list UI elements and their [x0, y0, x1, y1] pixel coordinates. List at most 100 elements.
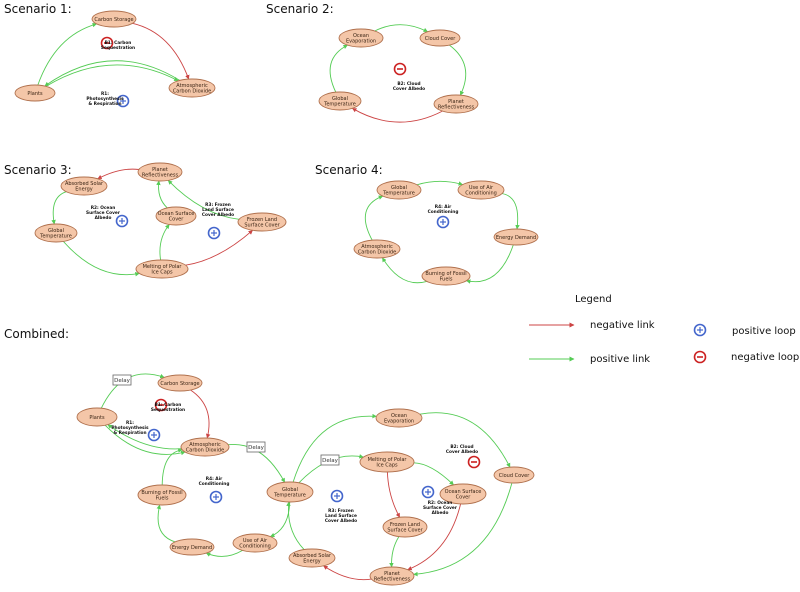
- node-s2-cc[interactable]: Cloud Cover: [419, 29, 461, 47]
- node-label: Use of Air: [243, 538, 268, 544]
- positive-link-s3_mpi-to-s3_osc: [159, 224, 170, 261]
- delay-label: Delay: [114, 378, 131, 384]
- node-label: Conditioning: [465, 191, 497, 197]
- node-label: Temperature: [39, 234, 72, 240]
- heading-s1: Scenario 1:: [4, 2, 72, 16]
- loop-label: Surface Cover: [423, 505, 458, 511]
- node-label: Global: [282, 487, 298, 493]
- legend-positive-loop-icon: [693, 323, 707, 337]
- loop-label: R3: Frozen: [205, 202, 231, 208]
- loop-label: Albedo: [95, 215, 112, 221]
- node-ellipse: [375, 408, 423, 428]
- negative-link-c_pr-to-c_ase: [323, 565, 372, 581]
- loop-label: Land Surface: [325, 513, 357, 519]
- node-label: Carbon Dioxide: [358, 250, 396, 256]
- node-label: Surface Cover: [244, 223, 280, 229]
- node-label: Absorbed Solar: [293, 553, 332, 559]
- node-label: Reflectiveness: [142, 173, 179, 179]
- loop-label: Cover Albedo: [202, 212, 234, 218]
- node-c-cc[interactable]: Cloud Cover: [493, 466, 535, 484]
- node-label: Planet: [448, 99, 464, 105]
- node-label: Reflectiveness: [438, 105, 475, 111]
- loop-label: R4: Air: [435, 204, 452, 210]
- node-label: Melting of Polar: [143, 264, 183, 270]
- node-label: Cover: [169, 217, 185, 223]
- node-ellipse: [369, 566, 415, 586]
- node-label: Carbon Dioxide: [186, 448, 224, 454]
- positive-link-s3_gt-to-s3_mpi: [63, 241, 140, 277]
- node-s4-ed[interactable]: Energy Demand: [493, 228, 539, 246]
- node-label: Energy: [75, 187, 93, 193]
- node-label: Plants: [27, 91, 43, 97]
- node-label: Plants: [89, 415, 105, 421]
- node-ellipse: [137, 484, 187, 506]
- node-label: Temperature: [382, 191, 415, 197]
- positive-link-c_cc-to-c_pr: [413, 482, 513, 577]
- node-c-pl[interactable]: Plants: [76, 407, 118, 427]
- loop-label: & Respiration: [113, 430, 146, 436]
- headings-layer: Scenario 1:Scenario 2:Scenario 3:Scenari…: [4, 2, 383, 341]
- loop-label: Cover Albedo: [393, 86, 425, 92]
- loop-label: B1: Carbon: [155, 402, 182, 408]
- delay-marker-2: Delay: [246, 441, 266, 453]
- positive-link-s4_ed-to-s4_bff: [466, 244, 514, 284]
- positive-link-s4_uac-to-s4_ed: [502, 193, 520, 230]
- node-s1-pl[interactable]: Plants: [14, 84, 56, 102]
- node-ellipse: [137, 162, 183, 182]
- node-ellipse: [180, 437, 230, 457]
- loop-label: R2: Ocean: [428, 500, 453, 506]
- delay-marker-1: Delay: [112, 374, 132, 386]
- node-label: Temperature: [273, 493, 306, 499]
- node-label: Global: [332, 96, 348, 102]
- node-ellipse: [232, 533, 278, 553]
- node-c-cs[interactable]: Carbon Storage: [157, 374, 203, 392]
- node-s1-cs[interactable]: Carbon Storage: [91, 10, 137, 28]
- node-label: Use of Air: [469, 185, 494, 191]
- node-ellipse: [359, 451, 415, 473]
- node-label: Cloud Cover: [499, 473, 530, 479]
- negative-link-s3_mpi-to-s3_flc: [185, 229, 253, 266]
- delay-label: Delay: [322, 458, 339, 464]
- node-ellipse: [419, 29, 461, 47]
- node-ellipse: [338, 28, 384, 48]
- positive-link-c_uac-to-c_ed: [205, 550, 243, 557]
- node-c-ed[interactable]: Energy Demand: [169, 538, 215, 556]
- loop-label: R3: Frozen: [328, 508, 354, 514]
- positive-link-c_oe-to-c_cc: [419, 412, 511, 468]
- node-label: Frozen Land: [247, 217, 277, 223]
- positive-link-c_acd-to-c_gt: [228, 444, 286, 483]
- positive-link-s3_flc-to-s3_pr: [167, 180, 240, 220]
- node-label: Carbon Storage: [160, 381, 199, 387]
- node-ellipse: [439, 483, 487, 505]
